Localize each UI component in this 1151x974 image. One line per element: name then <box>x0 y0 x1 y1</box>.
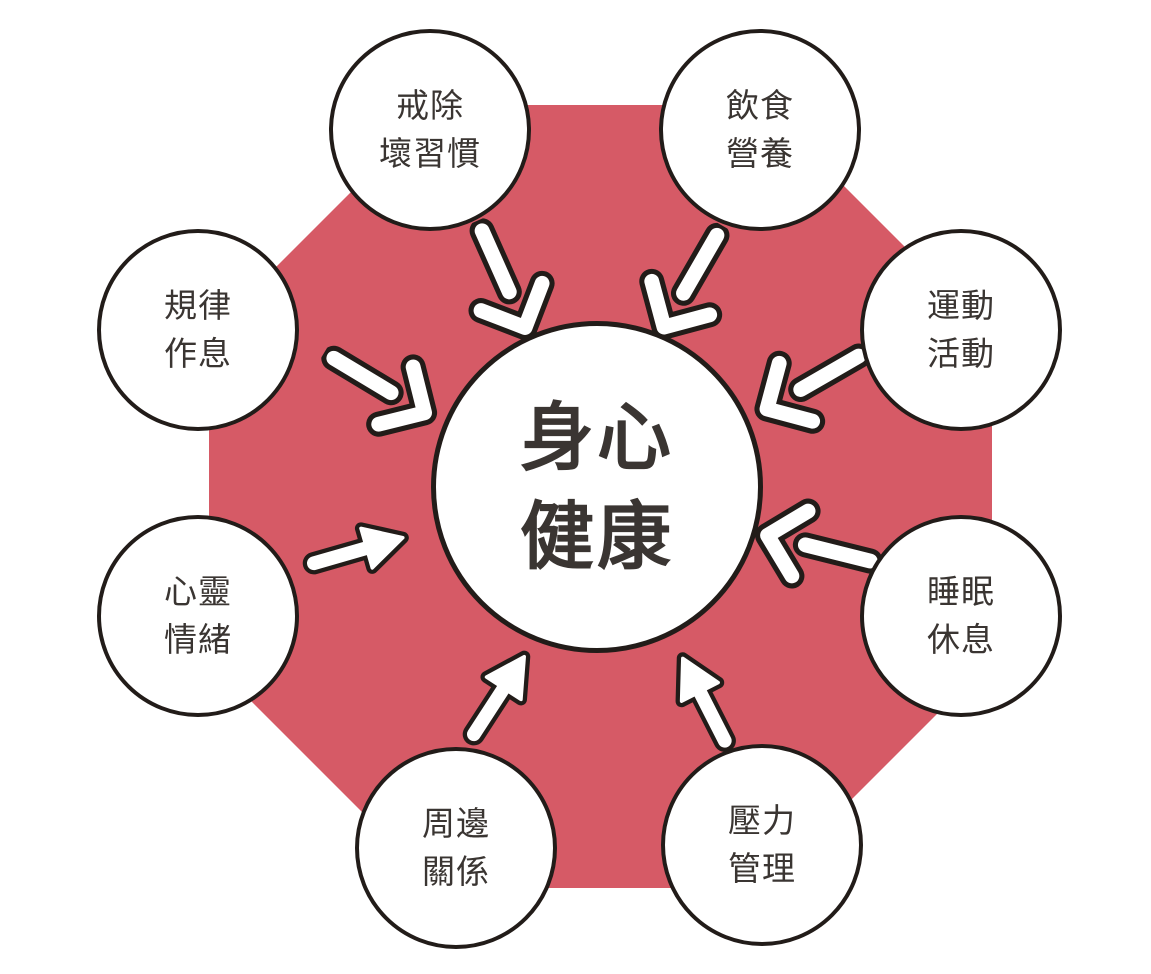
node-label-line: 壞習慣 <box>379 135 481 172</box>
arrow-icon-from-exercise-activity <box>754 343 872 434</box>
center-label-line: 身心 <box>520 395 674 479</box>
node-relationships: 周邊 關係 <box>355 747 557 949</box>
node-center-health: 身心 健康 <box>431 321 763 653</box>
node-label-line: 周邊 <box>422 804 490 842</box>
node-label-line: 營養 <box>726 135 794 172</box>
node-diet-nutrition: 飲食 營養 <box>659 29 861 231</box>
node-label-line: 作息 <box>164 335 232 372</box>
node-regular-routine: 規律 作息 <box>97 229 299 431</box>
node-label-line: 戒除 <box>396 86 464 124</box>
node-stress-management: 壓力 管理 <box>661 744 863 946</box>
node-label-line: 規律 <box>164 286 232 324</box>
node-label-line: 關係 <box>422 853 490 890</box>
arrow-icon-from-stress-management <box>675 652 736 752</box>
node-mind-emotions: 心靈 情緒 <box>97 515 299 717</box>
node-sleep-rest: 睡眠 休息 <box>860 515 1062 717</box>
arrow-icon-from-mind-emotions <box>302 522 409 575</box>
node-label-line: 壓力 <box>728 801 796 839</box>
node-label-line: 心靈 <box>164 572 232 610</box>
node-label-line: 活動 <box>927 335 995 372</box>
arrow-icon-from-diet-nutrition <box>639 222 730 340</box>
node-label-line: 飲食 <box>726 86 794 124</box>
node-label-line: 運動 <box>927 286 995 324</box>
node-exercise-activity: 運動 活動 <box>860 229 1062 431</box>
node-label-line: 休息 <box>927 621 995 658</box>
arrow-icon-from-regular-routine <box>321 345 438 437</box>
node-label-line: 睡眠 <box>927 572 995 610</box>
arrow-icon-from-sleep-rest <box>755 498 883 589</box>
center-label-line: 健康 <box>520 495 674 578</box>
arrow-icon-from-quit-bad-habits <box>468 218 555 341</box>
node-label-line: 情緒 <box>164 621 232 658</box>
arrow-icon-from-relationships <box>462 650 531 746</box>
node-quit-bad-habits: 戒除 壞習慣 <box>329 29 531 231</box>
node-label-line: 管理 <box>728 850 796 887</box>
